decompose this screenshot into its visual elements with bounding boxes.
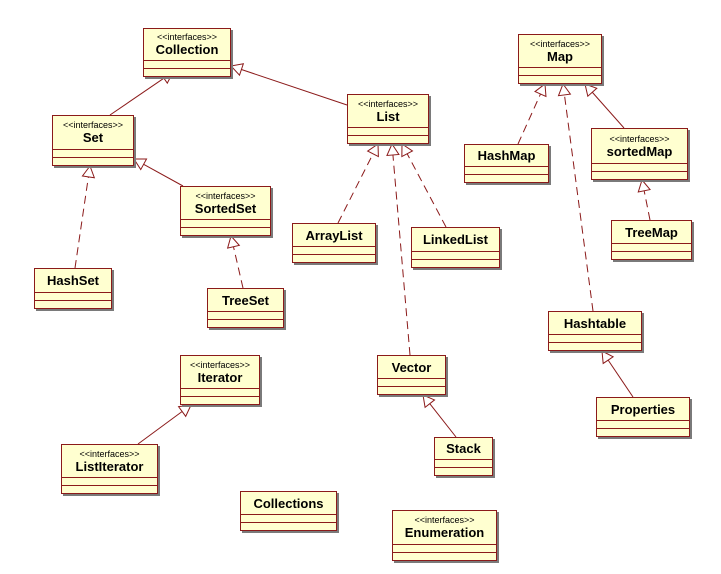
edge-line: [74, 176, 89, 269]
class-tree-set: TreeSet: [207, 288, 284, 328]
edge-tree_map-to-sorted_map: [637, 178, 651, 221]
edge-hashtable-to-map: [557, 82, 594, 312]
edge-line: [241, 69, 348, 106]
edge-line: [607, 359, 634, 398]
class-hashtable: Hashtable: [548, 311, 642, 351]
class-name: Collection: [155, 42, 219, 57]
edge-line: [232, 246, 244, 289]
edge-line: [429, 403, 457, 438]
class-hash-set: HashSet: [34, 268, 112, 309]
class-name: Iterator: [197, 369, 243, 385]
class-name: LinkedList: [422, 232, 488, 247]
class-array-list: ArrayList: [292, 223, 376, 263]
hollow-arrowhead: [601, 350, 615, 365]
class-map: <<interfaces>> Map: [518, 34, 602, 84]
class-collections: Collections: [240, 491, 337, 531]
edge-set-to-collection: [109, 71, 174, 116]
hollow-arrowhead: [584, 83, 598, 98]
class-properties: Properties: [596, 397, 690, 437]
edge-array_list-to-list: [337, 143, 379, 224]
hollow-arrowhead: [534, 83, 547, 98]
edge-line: [137, 411, 183, 445]
class-name: Collections: [253, 495, 324, 511]
class-name: SortedSet: [194, 200, 257, 216]
edge-line: [563, 94, 594, 312]
class-sorted-map: <<interfaces>> sortedMap: [591, 128, 688, 180]
hollow-arrowhead: [386, 142, 400, 157]
class-vector: Vector: [377, 355, 446, 395]
edge-hash_map-to-map: [517, 83, 547, 145]
class-name: Stack: [446, 441, 481, 456]
stereotype-label: <<interfaces>>: [62, 120, 124, 130]
class-set: <<interfaces>> Set: [52, 115, 134, 166]
class-stack: Stack: [434, 437, 493, 476]
hollow-arrowhead: [637, 178, 651, 193]
class-name: List: [376, 108, 400, 124]
edge-vector-to-list: [386, 142, 411, 356]
edge-sorted_map-to-map: [584, 83, 625, 129]
class-name: Set: [82, 130, 104, 145]
edge-hash_set-to-set: [74, 164, 96, 269]
class-name: Map: [547, 48, 573, 64]
class-tree-map: TreeMap: [611, 220, 692, 260]
class-name: TreeSet: [222, 292, 269, 308]
hollow-arrowhead: [177, 404, 192, 418]
class-name: sortedMap: [606, 143, 673, 159]
stereotype-label: <<interfaces>>: [156, 32, 218, 42]
stereotype-label: <<interfaces>>: [79, 448, 140, 459]
hollow-arrowhead: [401, 143, 414, 158]
hollow-arrowhead: [226, 234, 241, 249]
hollow-arrowhead: [557, 82, 572, 97]
class-linked-list: LinkedList: [411, 227, 500, 268]
stereotype-label: <<interfaces>>: [609, 133, 670, 144]
hollow-arrowhead: [81, 164, 96, 179]
edge-line: [337, 153, 374, 224]
stereotype-label: <<interfaces>>: [357, 98, 419, 109]
stereotype-label: <<interfaces>>: [529, 38, 591, 49]
stereotype-label: <<interfaces>>: [189, 359, 251, 370]
class-name: TreeMap: [625, 224, 678, 240]
edge-tree_set-to-sorted_set: [226, 234, 244, 289]
edge-line: [143, 163, 184, 187]
stereotype-label: <<interfaces>>: [195, 190, 256, 201]
class-list: <<interfaces>> List: [347, 94, 429, 144]
class-list-iterator: <<interfaces>> ListIterator: [61, 444, 158, 494]
edge-list_iterator-to-iterator: [137, 404, 192, 445]
class-name: Vector: [391, 359, 432, 375]
class-name: ListIterator: [75, 458, 144, 474]
class-name: ArrayList: [305, 227, 363, 243]
edge-line: [517, 93, 541, 145]
stereotype-label: <<interfaces>>: [414, 515, 475, 525]
class-name: HashMap: [477, 148, 536, 163]
class-name: HashSet: [46, 273, 100, 288]
edge-line: [109, 77, 165, 116]
class-enumeration: <<interfaces>> Enumeration: [392, 510, 497, 561]
edge-line: [406, 153, 447, 228]
hollow-arrowhead: [366, 143, 379, 158]
edge-line: [392, 154, 411, 356]
class-sorted-set: <<interfaces>> SortedSet: [180, 186, 271, 236]
class-collection: <<interfaces>> Collection: [143, 28, 231, 77]
edge-line: [591, 91, 625, 129]
edge-linked_list-to-list: [401, 143, 447, 228]
class-hash-map: HashMap: [464, 144, 549, 183]
edge-list-to-collection: [230, 63, 348, 106]
hollow-arrowhead: [133, 158, 148, 171]
edge-line: [643, 190, 651, 221]
edge-stack-to-vector: [422, 394, 457, 438]
hollow-arrowhead: [422, 394, 436, 409]
class-iterator: <<interfaces>> Iterator: [180, 355, 260, 405]
class-name: Hashtable: [563, 315, 627, 331]
class-name: Properties: [610, 401, 676, 417]
hollow-arrowhead: [230, 63, 245, 77]
edge-properties-to-hashtable: [601, 350, 634, 398]
class-name: Enumeration: [404, 525, 485, 540]
edge-sorted_set-to-set: [133, 158, 184, 187]
